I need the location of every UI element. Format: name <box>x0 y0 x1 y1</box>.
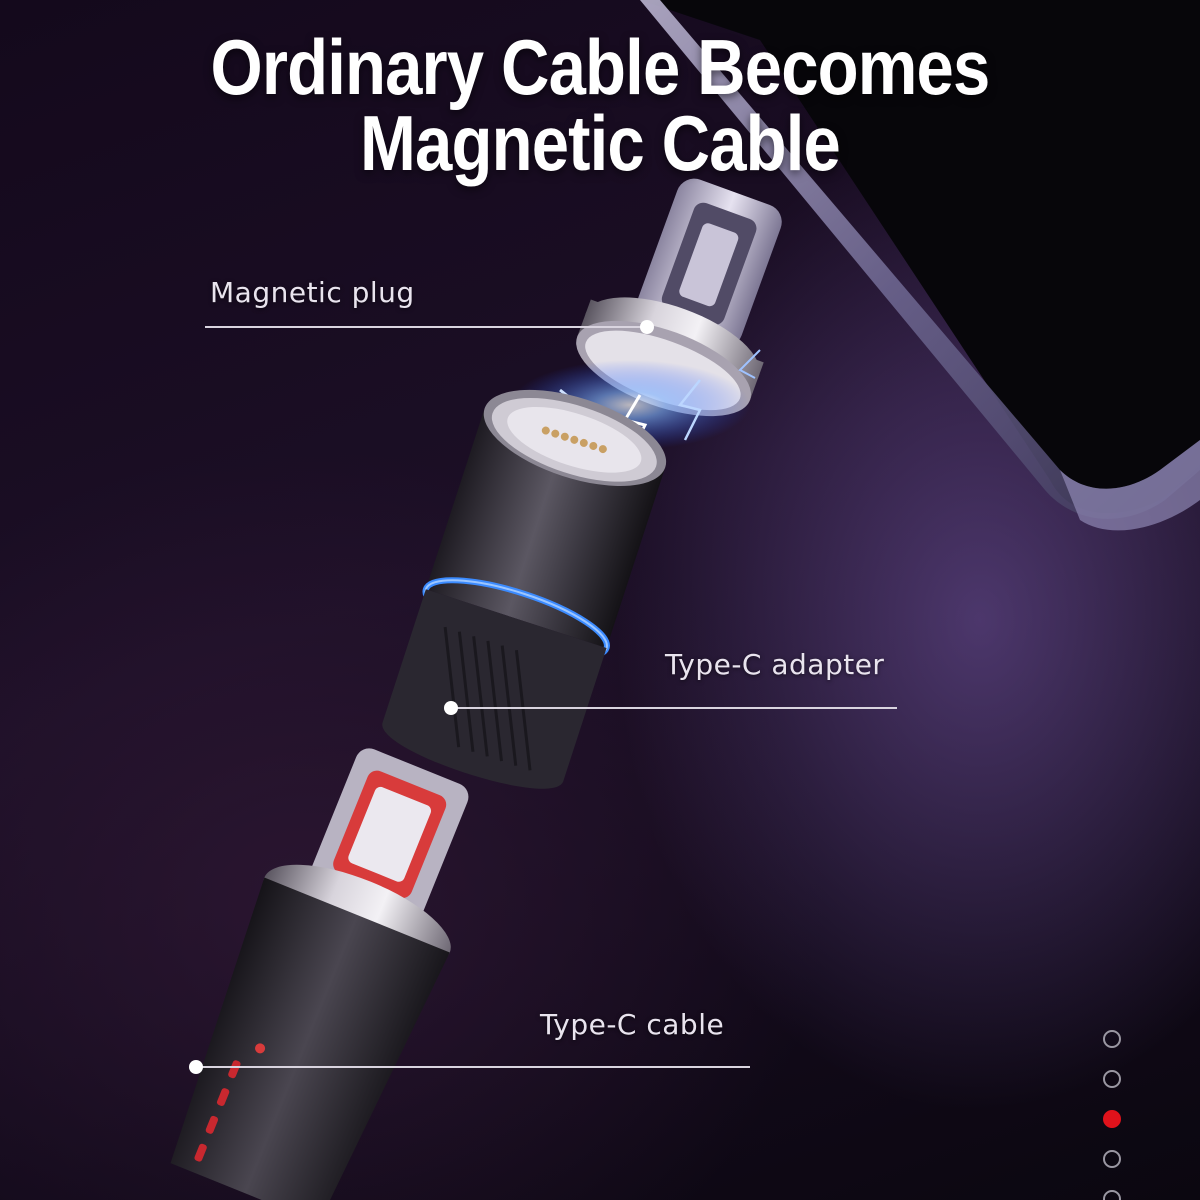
type-c-cable <box>170 748 469 1200</box>
label-magnetic-plug: Magnetic plug <box>210 276 415 309</box>
smartphone-edge <box>640 0 1200 531</box>
type-c-adapter <box>382 389 667 789</box>
label-type-c-cable: Type-C cable <box>540 1008 725 1041</box>
pager-dot-4[interactable] <box>1103 1150 1121 1168</box>
carousel-pager <box>1103 1030 1125 1200</box>
callout-dots <box>189 320 654 1074</box>
pager-dot-3[interactable] <box>1103 1110 1121 1128</box>
pointer-dot-icon <box>444 701 458 715</box>
callout-lines <box>195 326 897 1068</box>
pager-dot-2[interactable] <box>1103 1070 1121 1088</box>
label-type-c-adapter: Type-C adapter <box>665 648 885 681</box>
pointer-dot-icon <box>640 320 654 334</box>
pager-dot-5[interactable] <box>1103 1190 1121 1200</box>
headline-line-1: Ordinary Cable Becomes <box>210 23 991 111</box>
pointer-dot-icon <box>189 1060 203 1074</box>
pager-dot-1[interactable] <box>1103 1030 1121 1048</box>
headline-line-2: Magnetic Cable <box>359 99 841 187</box>
